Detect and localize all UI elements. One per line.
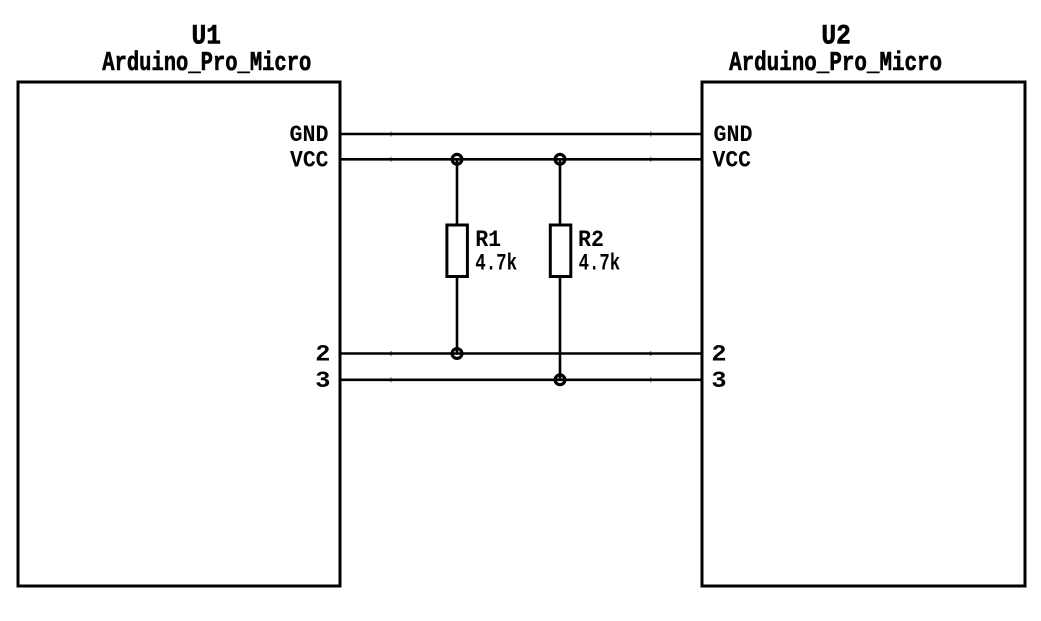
svg-text:GND: GND	[714, 122, 753, 148]
svg-text:2: 2	[315, 342, 330, 368]
svg-text:4.7k: 4.7k	[579, 251, 621, 277]
svg-text:VCC: VCC	[713, 148, 752, 174]
svg-text:VCC: VCC	[290, 148, 329, 174]
svg-text:4.7k: 4.7k	[475, 251, 517, 277]
svg-text:Arduino_Pro_Micro: Arduino_Pro_Micro	[729, 48, 942, 78]
svg-text:2: 2	[711, 342, 726, 368]
svg-text:R1: R1	[475, 227, 501, 253]
svg-text:U2: U2	[821, 22, 851, 53]
svg-text:U1: U1	[192, 22, 222, 53]
svg-text:3: 3	[315, 368, 330, 394]
svg-text:Arduino_Pro_Micro: Arduino_Pro_Micro	[102, 48, 311, 78]
svg-text:3: 3	[711, 368, 726, 394]
svg-text:GND: GND	[290, 122, 329, 148]
svg-text:R2: R2	[578, 227, 604, 253]
